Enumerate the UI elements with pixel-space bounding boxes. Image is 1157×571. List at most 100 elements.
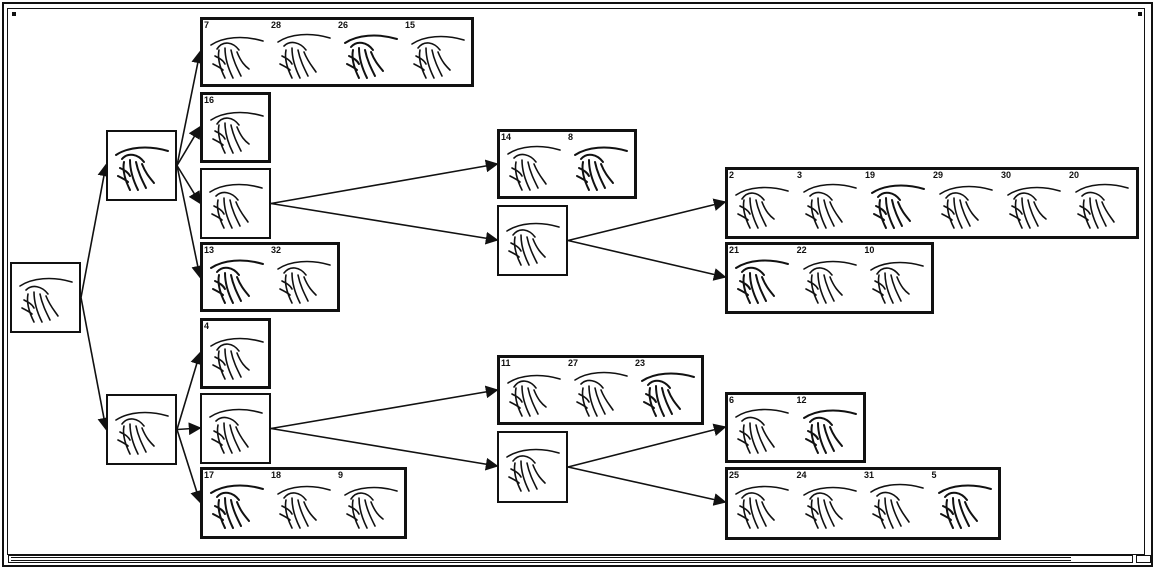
horizontal-scrollbar[interactable] xyxy=(8,555,1133,563)
sample-cell: 13 xyxy=(203,245,270,309)
edge-line xyxy=(176,125,201,166)
sample-number: 7 xyxy=(204,20,210,30)
upper-deep-split-node xyxy=(497,205,568,276)
prototype-cell xyxy=(202,395,269,462)
hand-pose-icon xyxy=(210,484,264,529)
sample-number: 27 xyxy=(568,358,579,368)
cluster-c: 14 8 xyxy=(497,129,637,199)
hand-pose-icon xyxy=(802,409,857,454)
edge-line xyxy=(270,159,499,205)
edge-line xyxy=(176,165,201,205)
sample-cell: 9 xyxy=(337,470,404,536)
hand-pose-icon xyxy=(641,372,695,417)
cluster-b: 16 xyxy=(200,92,271,163)
lower-split-node xyxy=(106,394,177,465)
prototype-cell xyxy=(108,132,175,199)
hand-pose-icon xyxy=(802,260,857,304)
sample-number: 8 xyxy=(568,132,574,142)
hand-pose-icon xyxy=(19,277,73,323)
cluster-a: 7 28 26 15 xyxy=(200,17,474,87)
prototype-cell xyxy=(108,396,175,463)
sample-cell: 14 xyxy=(500,132,567,196)
sample-number: 9 xyxy=(338,470,344,480)
hand-pose-icon xyxy=(210,36,264,79)
sample-number: 28 xyxy=(271,20,282,30)
sample-cell: 2 xyxy=(728,170,796,236)
scroll-corner-button[interactable] xyxy=(1136,555,1151,563)
sample-cell: 3 xyxy=(796,170,864,236)
hand-pose-icon xyxy=(507,145,561,191)
sample-cell: 28 xyxy=(270,20,337,84)
sample-number: 21 xyxy=(729,245,740,255)
sample-cell: 16 xyxy=(203,95,268,160)
sample-cell: 8 xyxy=(567,132,634,196)
sample-cell: 25 xyxy=(728,470,796,537)
sample-cell: 20 xyxy=(1068,170,1136,236)
hand-pose-icon xyxy=(735,186,789,229)
sample-cell: 15 xyxy=(404,20,471,84)
hand-pose-icon xyxy=(277,33,331,79)
hand-pose-icon xyxy=(115,146,169,191)
edge-line xyxy=(176,429,203,504)
sample-cell: 19 xyxy=(864,170,932,236)
hand-pose-icon xyxy=(506,448,560,492)
sample-cell: 12 xyxy=(796,395,864,460)
sample-number: 14 xyxy=(501,132,512,142)
sample-cell: 31 xyxy=(863,470,931,537)
sample-number: 3 xyxy=(797,170,803,180)
sample-number: 25 xyxy=(729,470,740,480)
sample-number: 10 xyxy=(864,245,875,255)
prototype-cell xyxy=(499,207,566,274)
edge-line xyxy=(176,422,202,436)
cluster-g: 4 xyxy=(200,318,271,389)
sample-number: 22 xyxy=(796,245,807,255)
sample-number: 31 xyxy=(864,470,875,480)
hand-pose-icon xyxy=(209,408,263,454)
hand-pose-icon xyxy=(574,371,628,417)
hand-pose-icon xyxy=(574,146,628,191)
sample-number: 12 xyxy=(796,395,807,405)
sample-number: 4 xyxy=(204,321,210,331)
prototype-cell xyxy=(499,433,566,501)
cluster-f: 13 32 xyxy=(200,242,340,312)
sample-number: 18 xyxy=(271,470,282,480)
edge-line xyxy=(176,351,203,430)
hand-pose-icon xyxy=(411,35,465,79)
sample-cell: 10 xyxy=(863,245,931,311)
sample-number: 32 xyxy=(271,245,282,255)
hand-pose-icon xyxy=(735,408,789,454)
sample-cell: 18 xyxy=(270,470,337,536)
sample-number: 20 xyxy=(1069,170,1080,180)
edge-line xyxy=(567,198,727,242)
scrollbar-thumb[interactable] xyxy=(11,557,1071,561)
sample-cell: 29 xyxy=(932,170,1000,236)
hand-pose-icon xyxy=(210,111,264,154)
upper-split-node xyxy=(106,130,177,201)
edge-line xyxy=(176,50,205,166)
hand-pose-icon xyxy=(735,259,789,304)
prototype-cell xyxy=(12,264,79,331)
sample-number: 13 xyxy=(204,245,215,255)
hand-pose-icon xyxy=(210,337,264,380)
hand-pose-icon xyxy=(277,260,331,304)
edge-line xyxy=(270,385,499,430)
sample-number: 19 xyxy=(865,170,876,180)
hand-pose-icon xyxy=(115,411,169,455)
sample-cell: 17 xyxy=(203,470,270,536)
corner-marker xyxy=(1138,12,1142,16)
hand-pose-icon xyxy=(870,261,925,304)
sample-number: 23 xyxy=(635,358,646,368)
sample-number: 15 xyxy=(405,20,416,30)
hand-pose-icon xyxy=(344,34,398,79)
hand-pose-icon xyxy=(870,483,924,529)
sample-number: 26 xyxy=(338,20,349,30)
sample-number: 17 xyxy=(204,470,215,480)
hand-pose-icon xyxy=(1007,186,1061,229)
hand-pose-icon xyxy=(344,486,398,529)
edge-line xyxy=(80,163,111,298)
